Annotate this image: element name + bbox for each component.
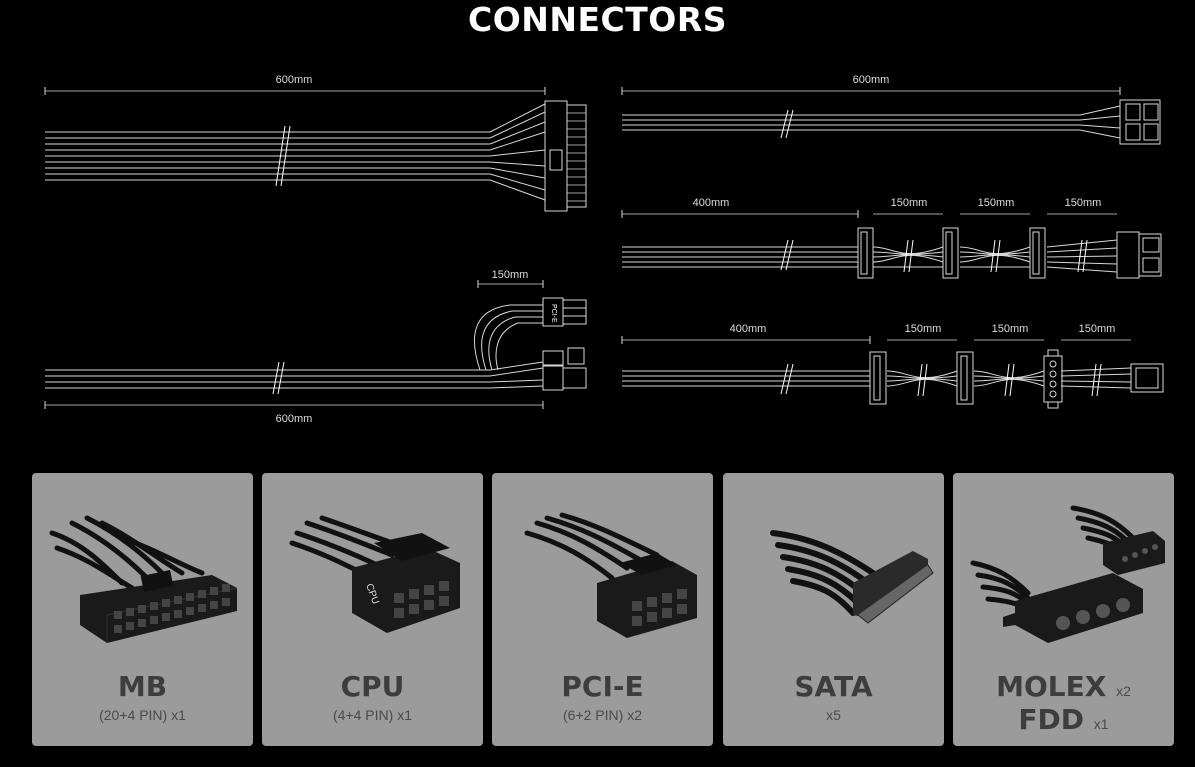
- card-sata: SATA x5: [723, 473, 944, 746]
- page-title: CONNECTORS: [467, 0, 727, 39]
- pcie-connector-icon: [524, 512, 697, 638]
- cpu-8pin-cable: [621, 87, 1161, 145]
- mb-connector-icon: [49, 515, 238, 643]
- molex-connector-icon: [970, 505, 1165, 643]
- sata-seg2-label: 150mm: [978, 197, 1015, 209]
- card-molex-title: MOLEX: [996, 670, 1107, 703]
- pcie-length-label: 600mm: [276, 413, 313, 425]
- connector-cards: MB (20+4 PIN) x1 CPU CPU (4+4 PIN) x1: [32, 473, 1175, 746]
- molex-seg2-label: 150mm: [992, 323, 1029, 335]
- sata-cable: [621, 210, 1162, 279]
- cpu-length-label: 600mm: [853, 74, 890, 86]
- molex-cable: [621, 336, 1164, 409]
- card-pcie-name: PCI-E: [561, 670, 644, 703]
- molex-first-label: 400mm: [730, 323, 767, 335]
- cpu-connector-icon: CPU: [289, 515, 460, 633]
- card-cpu-sub: (4+4 PIN) x1: [333, 707, 412, 723]
- card-mb-sub: (20+4 PIN) x1: [99, 707, 186, 723]
- card-molex: MOLEX x2 FDD x1: [953, 473, 1174, 746]
- cpu-pcie-cable: [44, 280, 587, 409]
- card-fdd-mult: x1: [1093, 716, 1109, 732]
- card-mb: MB (20+4 PIN) x1: [32, 473, 253, 746]
- molex-seg1-label: 150mm: [905, 323, 942, 335]
- card-fdd-title: FDD: [1018, 703, 1085, 736]
- sata-connector-icon: [770, 530, 934, 624]
- card-pcie: PCI-E (6+2 PIN) x2: [492, 473, 713, 746]
- cable-diagram: 600mm 600mm 150mm 600mm PCI-E 400mm 150m…: [44, 74, 1164, 425]
- mb-length-label: 600mm: [276, 74, 313, 86]
- sata-seg1-label: 150mm: [891, 197, 928, 209]
- sata-seg3-label: 150mm: [1065, 197, 1102, 209]
- card-mb-name: MB: [117, 670, 168, 703]
- mb-cable: [44, 87, 587, 212]
- card-molex-name: MOLEX x2: [953, 671, 1174, 707]
- card-molex-mult: x2: [1116, 683, 1131, 699]
- molex-seg3-label: 150mm: [1079, 323, 1116, 335]
- pcie-tag: PCI-E: [550, 304, 557, 323]
- card-fdd-name: FDD x1: [953, 704, 1174, 740]
- card-sata-sub: x5: [826, 707, 841, 723]
- card-pcie-sub: (6+2 PIN) x2: [563, 707, 642, 723]
- sata-first-label: 400mm: [693, 197, 730, 209]
- card-cpu: CPU CPU (4+4 PIN) x1: [262, 473, 483, 746]
- card-cpu-name: CPU: [340, 670, 405, 703]
- pcie-branch-label: 150mm: [492, 269, 529, 281]
- card-sata-name: SATA: [794, 670, 873, 703]
